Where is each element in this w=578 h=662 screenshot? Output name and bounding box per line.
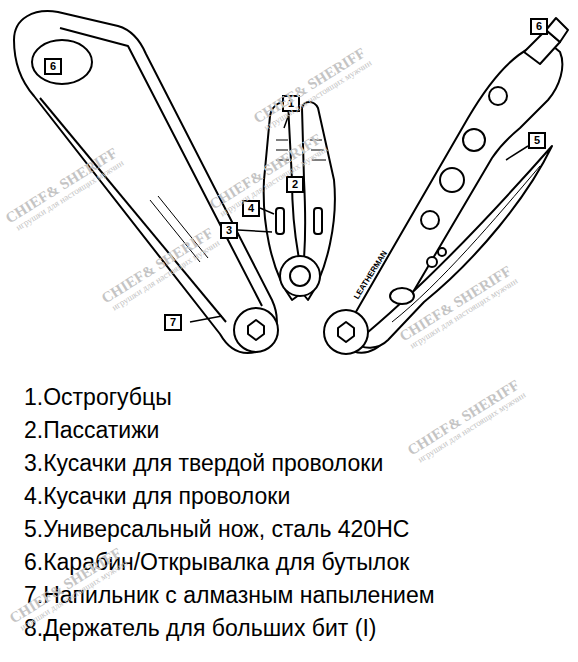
handle-hole [489,87,507,105]
right-handle [342,42,562,353]
watermark: CHIEF& SHERIFF [404,376,523,460]
blade-stud [427,257,437,267]
callout-number: 5 [534,134,540,146]
callout-box: 3 [220,222,238,239]
legend-line: 3.Кусачки для твердой проволоки [24,449,383,477]
legend-line: 5.Универсальный нож, сталь 420НС [24,515,409,543]
leader-line [238,230,272,232]
plier-pivot [280,256,320,296]
callout-box: 6 [44,58,62,75]
handle-pivot [324,310,368,354]
cutter-slot [276,208,284,234]
legend-line: 1.Острогубцы [24,383,172,411]
blade-hole [390,288,414,304]
handle-groove [40,98,226,322]
blade-stud [438,248,446,256]
callout-number: 6 [50,60,56,72]
leader-line [506,146,528,160]
handle-hole [421,211,439,229]
callout-number: 3 [226,224,232,236]
plier-pivot [290,266,310,286]
callout-box: 5 [528,132,546,149]
legend-line: 8.Держатель для больших бит (I) [24,614,377,642]
handle-pivot [234,308,278,352]
callout-number: 7 [170,316,176,328]
legend-line: 2.Пассатижи [24,416,159,444]
callout-box: 7 [164,314,182,331]
handle-hole [32,40,92,84]
callout-number: 2 [292,178,298,190]
pivot-hex [338,322,354,342]
cutter-slot [314,208,322,234]
callout-box: 6 [530,18,548,35]
handle-hole [463,129,485,151]
callout-number: 6 [536,20,542,32]
handle-hole [440,168,464,192]
callout-number: 4 [248,202,254,214]
legend-line: 4.Кусачки для проволоки [24,482,290,510]
leader-line [190,316,222,322]
bit-tip [546,18,568,42]
leader-line [260,208,274,214]
pivot-hex [248,320,264,340]
